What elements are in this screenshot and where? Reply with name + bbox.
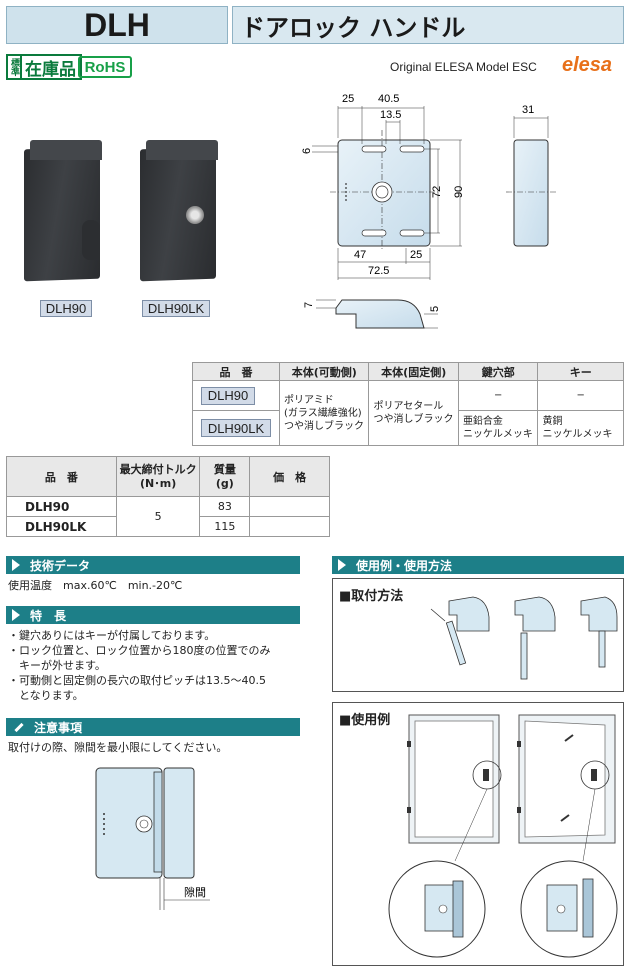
stock-badge: 標準 在庫品 — [6, 54, 82, 80]
st-price-dlh90lk — [249, 516, 330, 537]
arrow-icon — [338, 559, 346, 571]
dim-profile-7: 7 — [303, 302, 315, 308]
dim-profile-5: 5 — [429, 306, 441, 312]
section-caution-title: 注意事項 — [34, 720, 83, 735]
mt-code-dlh90lk: DLH90LK — [201, 419, 271, 437]
st-code-dlh90lk: DLH90LK — [6, 516, 117, 537]
arrow-icon — [12, 609, 20, 621]
section-tech-title: 技術データ — [30, 558, 91, 573]
elesa-logo: elesa — [562, 54, 613, 76]
section-features-title: 特 長 — [30, 608, 67, 623]
feature-line: となります。 — [8, 689, 84, 702]
section-usage-bar: 使用例・使用方法 — [332, 556, 624, 574]
dim-left-6: 6 — [301, 148, 313, 154]
material-table: 品 番 本体(可動側) 本体(固定側) 鍵穴部 キー DLH90 ポリアミド (… — [192, 362, 624, 446]
photo-dlh90 — [20, 140, 104, 285]
mt-keyhole-dlh90lk: 亜鉛合金 ニッケルメッキ — [457, 410, 539, 446]
gap-label: 隙間 — [184, 885, 206, 899]
st-header-price: 価 格 — [249, 456, 330, 497]
feature-line: キーが外せます。 — [8, 659, 106, 672]
product-code: DLH — [6, 6, 228, 44]
st-price-dlh90 — [249, 496, 330, 517]
feature-line: ・可動側と固定側の長穴の取付ピッチは13.5〜40.5 — [8, 674, 266, 687]
mt-movable: ポリアミド (ガラス繊維強化) つや消しブラック — [278, 380, 370, 446]
feature-line: ・鍵穴ありにはキーが付属しております。 — [8, 629, 216, 642]
stock-badge-label: 在庫品 — [25, 59, 76, 80]
dim-bottom-25: 25 — [410, 249, 422, 261]
keyhole-icon — [186, 206, 204, 224]
photo-label-dlh90lk: DLH90LK — [142, 300, 210, 317]
features-list: ・鍵穴ありにはキーが付属しております。 ・ロック位置と、ロック位置から180度の… — [8, 628, 304, 703]
section-usage-title: 使用例・使用方法 — [356, 558, 453, 573]
pencil-icon — [14, 722, 24, 732]
mt-header-fixed: 本体(固定側) — [368, 362, 459, 381]
spec-table: 品 番 最大締付トルク (N･m) 質量 (g) 価 格 DLH90 5 83 … — [6, 456, 330, 537]
section-tech-bar: 技術データ — [6, 556, 300, 574]
photo-dlh90lk — [136, 140, 220, 285]
caution-illustration: 隙間 — [95, 767, 210, 910]
dim-top-13-5: 13.5 — [380, 109, 401, 121]
dim-right-90: 90 — [453, 186, 465, 198]
product-title: ドアロック ハンドル — [232, 6, 624, 44]
mount-title: ■取付方法 — [339, 589, 404, 604]
rohs-badge: RoHS — [78, 56, 132, 78]
mt-fixed: ポリアセタール つや消しブラック — [368, 380, 459, 446]
mt-header-key: キー — [537, 362, 624, 381]
technical-drawing: 25 40.5 13.5 6 72 90 47 25 72.5 31 7 5 — [301, 93, 556, 329]
st-mass-dlh90lk: 115 — [199, 516, 251, 537]
photo-label-dlh90: DLH90 — [40, 300, 92, 317]
section-features-bar: 特 長 — [6, 606, 300, 624]
example-title: ■使用例 — [339, 713, 391, 728]
example-illustration — [388, 714, 618, 958]
dim-top-25: 25 — [342, 93, 354, 105]
dim-top-40-5: 40.5 — [378, 93, 399, 105]
stock-badge-small: 標準 — [8, 56, 22, 78]
mt-key-dlh90lk: 黄銅 ニッケルメッキ — [537, 410, 624, 446]
mt-keyhole-dlh90: − — [457, 380, 539, 411]
mt-key-dlh90: − — [537, 380, 624, 411]
mt-header-movable: 本体(可動側) — [278, 362, 370, 381]
st-torque: 5 — [115, 496, 201, 537]
mt-header-code: 品 番 — [192, 362, 280, 381]
st-header-mass: 質量 (g) — [199, 456, 251, 497]
section-caution-bar: 注意事項 — [6, 718, 300, 736]
original-model-text: Original ELESA Model ESC — [390, 60, 537, 74]
dim-bottom-72-5: 72.5 — [368, 265, 389, 277]
caution-text: 取付けの際、隙間を最小限にしてください。 — [8, 741, 228, 754]
st-header-torque: 最大締付トルク (N･m) — [115, 456, 201, 497]
dim-right-72: 72 — [431, 186, 443, 198]
mt-code-dlh90: DLH90 — [201, 386, 255, 405]
st-mass-dlh90: 83 — [199, 496, 251, 517]
example-panel: ■使用例 — [332, 702, 624, 966]
mount-panel: ■取付方法 — [332, 578, 624, 692]
arrow-icon — [12, 559, 20, 571]
dim-bottom-47: 47 — [354, 249, 366, 261]
mt-header-keyhole: 鍵穴部 — [457, 362, 539, 381]
st-header-code: 品 番 — [6, 456, 117, 497]
tech-temperature: 使用温度 max.60℃ min.-20℃ — [8, 579, 183, 592]
feature-line: ・ロック位置と、ロック位置から180度の位置でのみ — [8, 644, 271, 657]
mount-steps-illustration — [430, 596, 618, 680]
dim-side-31: 31 — [522, 104, 534, 116]
st-code-dlh90: DLH90 — [6, 496, 117, 517]
